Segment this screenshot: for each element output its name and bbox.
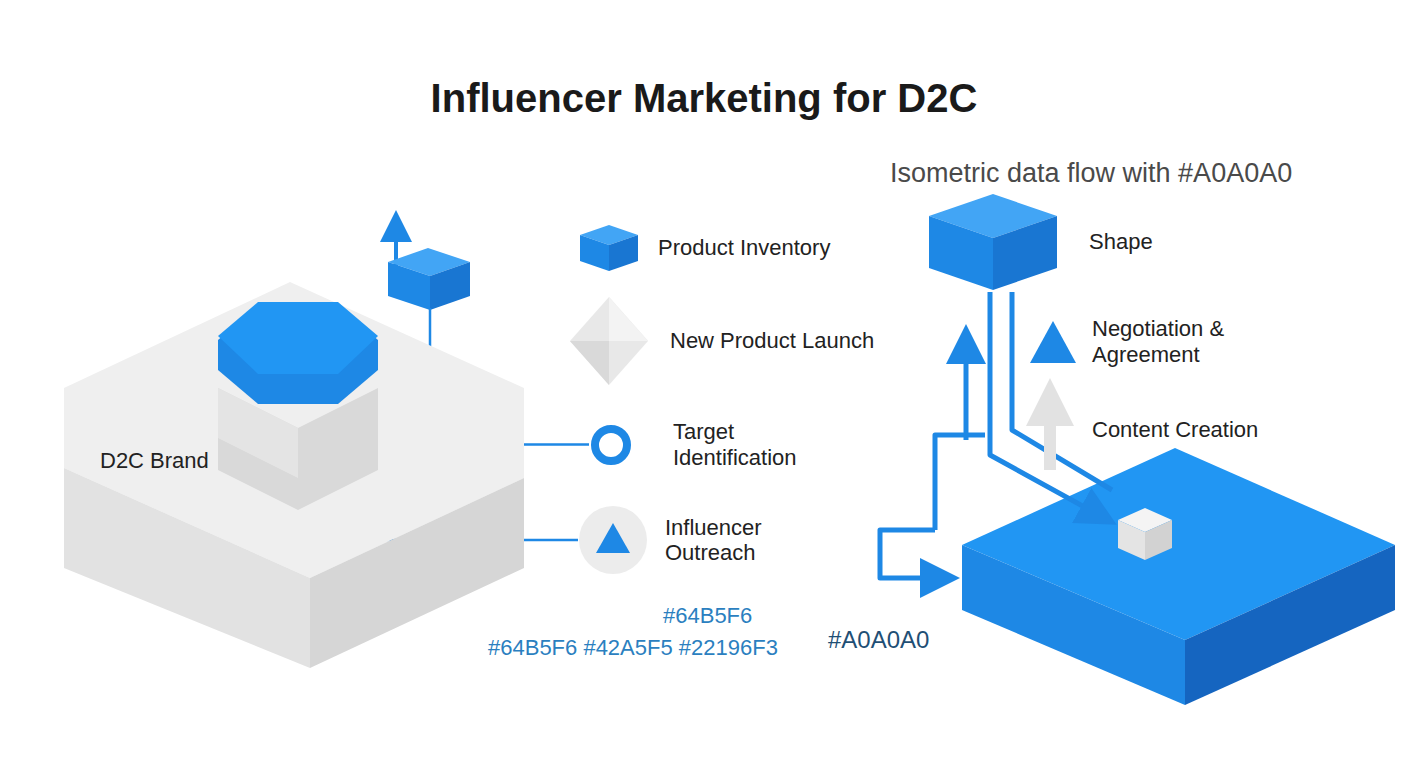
ring-icon xyxy=(589,423,633,467)
process-node: New Product Launch xyxy=(568,295,879,387)
platform-slab xyxy=(962,448,1395,705)
flow-arrows xyxy=(880,292,1112,578)
platform-node: D2C Brand xyxy=(60,278,528,670)
node-label: D2C Brand xyxy=(100,448,209,473)
diamond-icon xyxy=(568,295,650,387)
triangle-icon xyxy=(1028,319,1078,365)
subtitle: Isometric data flow with #A0A0A0 xyxy=(890,158,1292,189)
color-code: #64B5F6 xyxy=(663,603,752,629)
diagram-title: Influencer Marketing for D2C xyxy=(0,76,1408,121)
node-label: Target Identification xyxy=(673,419,823,470)
node-label: New Product Launch xyxy=(670,328,874,353)
platform-illustration xyxy=(60,278,528,670)
color-code: #A0A0A0 xyxy=(828,626,929,654)
process-node: Product Inventory xyxy=(578,223,835,273)
node-label: Product Inventory xyxy=(658,235,830,260)
node-label: Negotiation & Agreement xyxy=(1092,316,1267,367)
process-node: Target Identification xyxy=(589,419,827,470)
step-label: Content Creation xyxy=(1092,417,1258,443)
triangle-icon xyxy=(578,505,648,575)
grey-arrow xyxy=(1044,396,1056,470)
process-node: Influencer Outreach xyxy=(578,505,794,575)
cube-icon xyxy=(578,223,640,273)
process-node: Shape xyxy=(927,192,1157,292)
node-label: Influencer Outreach xyxy=(665,515,790,566)
small-cube xyxy=(388,218,470,310)
color-code: #64B5F6 #42A5F5 #22196F3 xyxy=(488,635,778,661)
node-label: Shape xyxy=(1089,229,1153,254)
cube-icon xyxy=(927,192,1059,292)
process-node: Negotiation & Agreement xyxy=(1028,316,1271,367)
